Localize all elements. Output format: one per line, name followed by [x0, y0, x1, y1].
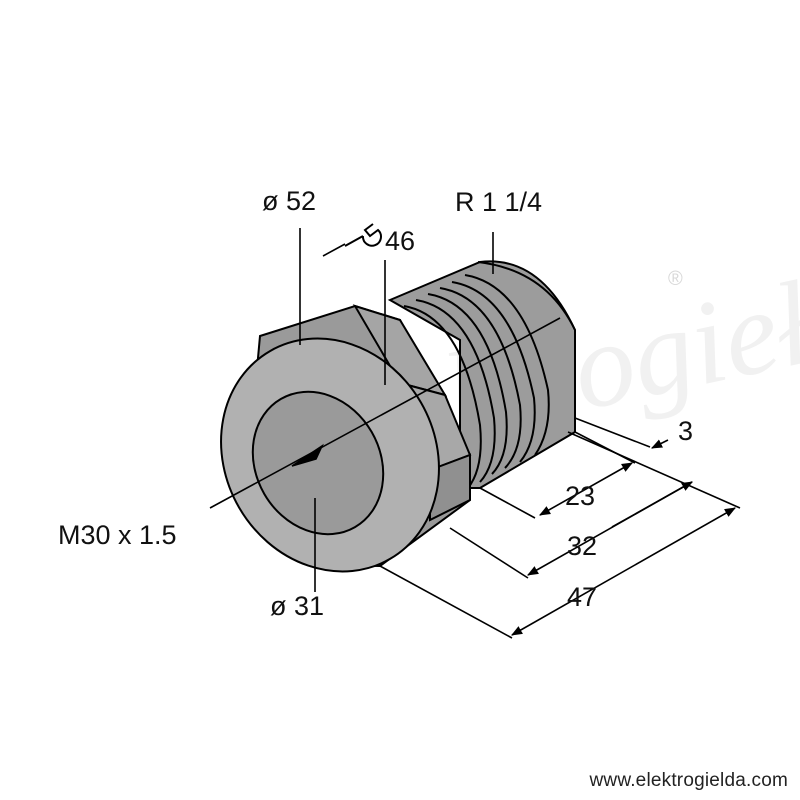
bore-hole	[251, 390, 385, 536]
label-diameter-52: ø 52	[262, 186, 316, 216]
footer-url: www.elektrogielda.com	[589, 770, 788, 791]
front-face	[220, 337, 440, 573]
label-thread-m30: M30 x 1.5	[58, 520, 177, 550]
dimension-lines	[379, 417, 741, 639]
label-wrench-46: 46	[385, 226, 415, 256]
dimension-labels: ø 52 46 R 1 1/4 M30 x 1.5 ø 31 3 23 32 4…	[58, 186, 693, 621]
label-diameter-31: ø 31	[270, 591, 324, 621]
threaded-section	[387, 260, 576, 489]
label-dim-23: 23	[565, 481, 595, 511]
registered-mark: ®	[668, 268, 683, 290]
label-thread-r114: R 1 1/4	[455, 187, 542, 217]
label-dim-3: 3	[678, 416, 693, 446]
wrench-icon	[344, 223, 382, 247]
leader-lines	[299, 228, 494, 592]
label-dim-47: 47	[567, 582, 597, 612]
center-axis	[209, 317, 561, 509]
label-dim-32: 32	[567, 531, 597, 561]
